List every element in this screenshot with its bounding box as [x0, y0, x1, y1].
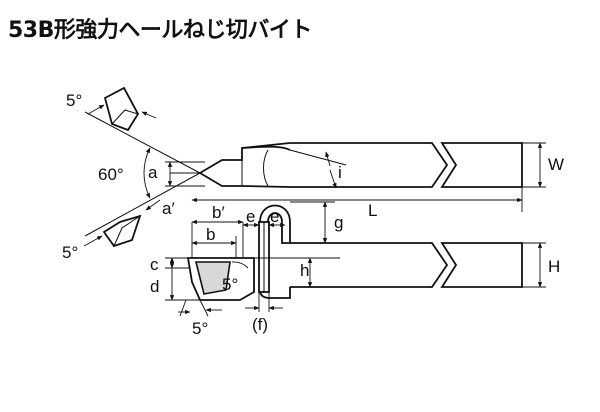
- angle-bottom-label: 5°: [192, 319, 208, 338]
- b-prime-label: b′: [212, 203, 225, 222]
- angle-construction: [84, 111, 205, 237]
- e-label-right: e: [270, 207, 279, 226]
- a-label: a: [148, 163, 158, 182]
- d-label: d: [150, 277, 159, 296]
- f-label: (f): [252, 315, 268, 334]
- width-dimension: [522, 142, 546, 188]
- e-label-left: e: [246, 207, 255, 226]
- angle-top-label: 5°: [66, 91, 82, 110]
- upper-insert-detail: [87, 86, 157, 132]
- side-view: [186, 204, 523, 301]
- a-prime-label: a′: [162, 199, 175, 218]
- height-dimension: [522, 242, 546, 288]
- side-view-dimensions: [165, 201, 340, 317]
- i-label: i: [338, 163, 342, 182]
- angle-inner-label: 5°: [222, 275, 238, 294]
- angle-60-label: 60°: [98, 165, 124, 184]
- page-title: 53B形強力ヘールねじ切バイト: [8, 18, 312, 43]
- H-label: H: [548, 257, 560, 276]
- angle-left-label: 5°: [62, 243, 78, 262]
- W-label: W: [548, 155, 564, 174]
- top-view: [170, 142, 523, 189]
- lower-insert-detail: [83, 199, 161, 248]
- length-dimension: [191, 187, 523, 212]
- h-label: h: [300, 261, 309, 280]
- L-label: L: [368, 201, 377, 220]
- b-label: b: [206, 225, 215, 244]
- c-label: c: [150, 255, 159, 274]
- g-label: g: [334, 213, 343, 232]
